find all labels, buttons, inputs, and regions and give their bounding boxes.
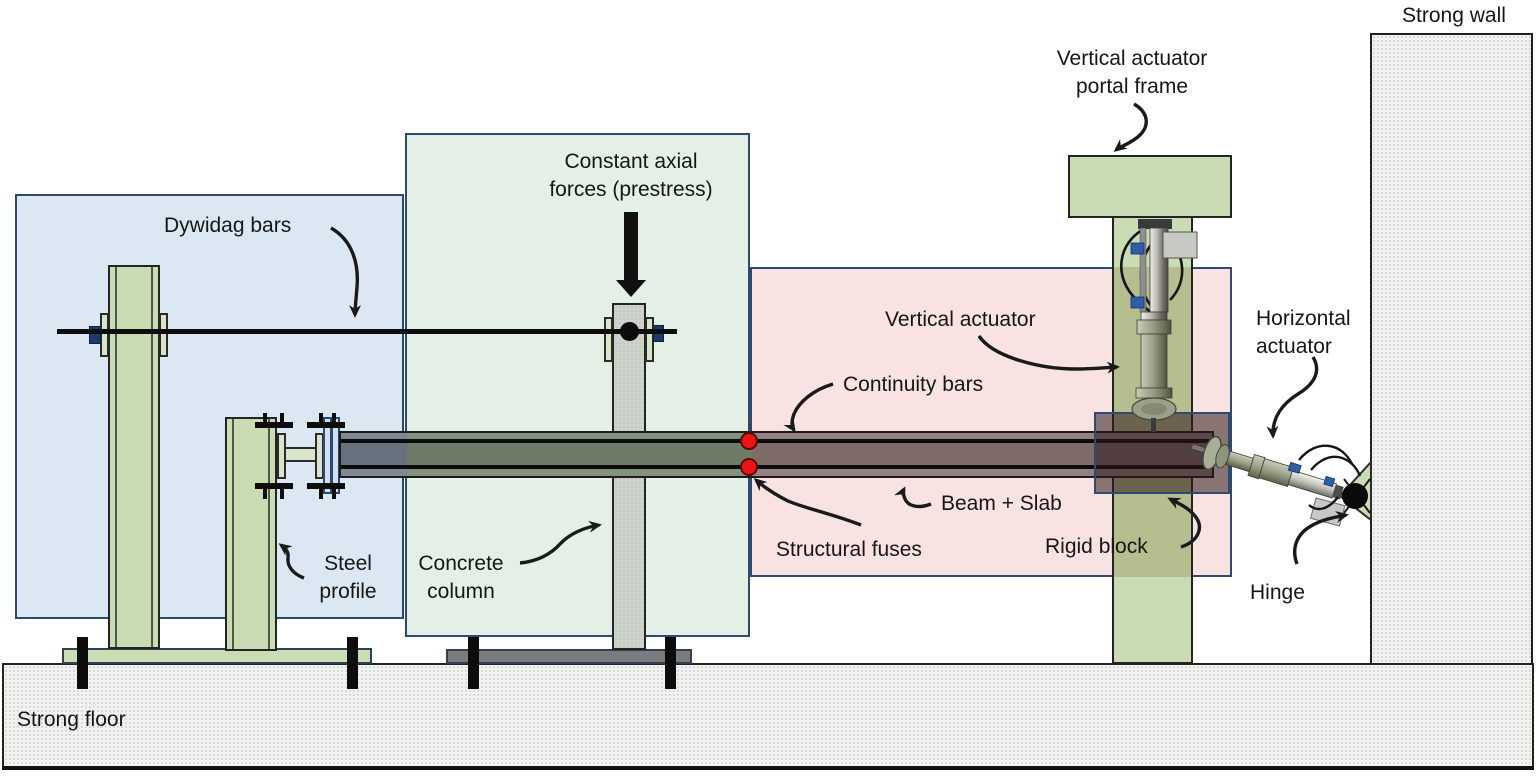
steel-profile-column-2 [225, 417, 277, 651]
label-portal-frame: Vertical actuator portal frame [1056, 47, 1208, 98]
anchor-plate [100, 313, 109, 357]
strong-floor [2, 663, 1534, 770]
wall-bracket-triangle [1338, 459, 1372, 523]
dywidag-anchor-dot [620, 322, 639, 341]
beam-slab [339, 431, 1214, 478]
portal-frame-beam [1068, 155, 1232, 218]
label-strong-floor: Strong floor [17, 708, 126, 731]
label-horizontal-actuator: Horizontal actuator [1256, 307, 1351, 358]
bolt-bar [307, 422, 345, 428]
bolt-tick [332, 413, 336, 424]
label-axial-forces: Constant axial forces (prestress) [549, 150, 713, 201]
bolt-tick [263, 488, 267, 499]
anchor-plate [604, 317, 613, 362]
connector-web-mid [284, 447, 317, 462]
label-rigid-block: Rigid block [1045, 535, 1148, 558]
structural-fuse-dot [740, 432, 758, 450]
hinge-circle [1342, 483, 1368, 509]
label-beam-slab: Beam + Slab [941, 492, 1062, 515]
anchor-bolt [468, 637, 479, 689]
label-steel-profile: Steel profile [319, 552, 377, 603]
label-dywidag-bars: Dywidag bars [164, 214, 292, 237]
actuator-cable [1310, 455, 1362, 477]
bolt-bar [255, 483, 293, 489]
rigid-block [1094, 412, 1230, 494]
bolt-tick [280, 413, 284, 424]
dywidag-bar [57, 329, 677, 334]
bolt-tick [263, 413, 267, 424]
actuator-cable [1298, 444, 1354, 465]
continuity-bar-top [341, 439, 1212, 443]
anchor-bolt [665, 637, 676, 689]
anchor-bolt [77, 637, 88, 689]
leader-arrow-horizontal-actuator [1266, 356, 1319, 439]
leader-arrow-hinge [1292, 511, 1349, 565]
steel-frame-baseplate [62, 648, 372, 664]
bolt-bar [307, 483, 345, 489]
label-strong-wall: Strong wall [1402, 4, 1506, 27]
hinge-rod [1343, 478, 1371, 514]
concrete-column-baseplate [446, 649, 692, 664]
bolt-tick [319, 488, 323, 499]
bolt-bar [255, 422, 293, 428]
structural-fuse-dot [740, 458, 758, 476]
label-structural-fuses: Structural fuses [776, 538, 922, 561]
steel-profile-column-1 [108, 265, 160, 649]
actuator-cable [1308, 496, 1339, 511]
anchor-bolt [347, 637, 358, 689]
bolt-tick [280, 488, 284, 499]
strong-wall [1370, 33, 1533, 665]
beam-flange-highlight-top [341, 433, 1212, 439]
bolt-tick [319, 413, 323, 424]
label-hinge: Hinge [1250, 581, 1305, 604]
horizontal-actuator-box [1309, 497, 1346, 527]
continuity-bar-bottom [341, 465, 1212, 469]
label-concrete-column: Concrete column [418, 552, 504, 603]
label-vertical-actuator: Vertical actuator [885, 308, 1036, 331]
hinge-rod [1343, 478, 1371, 514]
bolt-tick [332, 488, 336, 499]
anchor-plate [159, 313, 168, 357]
leader-arrow-portal-frame [1113, 102, 1148, 152]
label-continuity-bars: Continuity bars [843, 373, 984, 396]
beam-flange-highlight-bottom [341, 469, 1212, 476]
